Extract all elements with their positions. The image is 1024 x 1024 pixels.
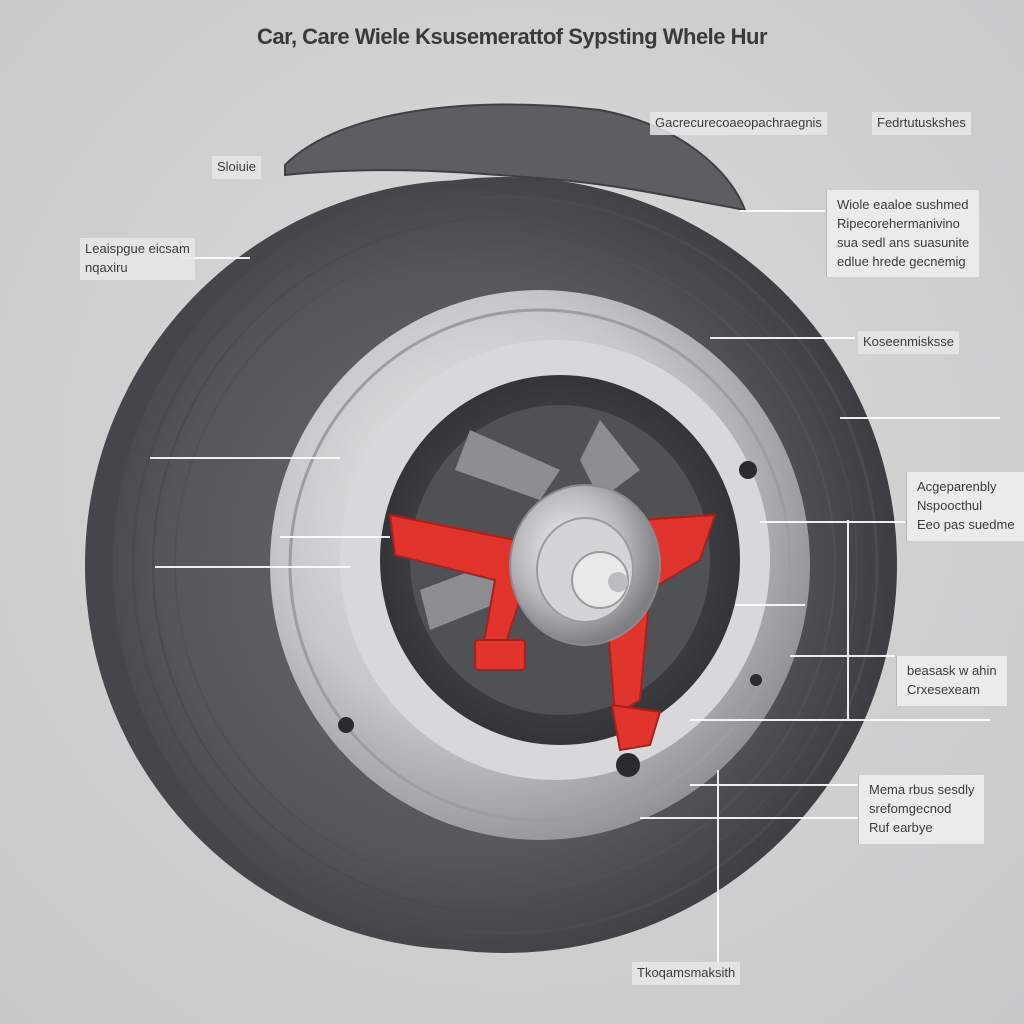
fender (284, 103, 747, 212)
label-right-box-4-line2: srefomgecnod (869, 800, 952, 816)
diagram-title: Car, Care Wiele Ksusemerattof Sypsting W… (256, 24, 768, 49)
label-left-mid: Leaispgue eicsam nqaxiru (80, 238, 195, 280)
label-left-mid-line2: nqaxiru (85, 259, 128, 275)
label-top-right: Fedrtutuskshes (872, 112, 971, 135)
label-right-mid: Koseenmisksse (858, 331, 960, 354)
label-left-top: Sloiuie (212, 156, 262, 179)
label-right-box-4: Mema rbus sesdly srefomgecnod Ruf earbye (858, 775, 985, 844)
label-right-box-1-line4: edlue hrede gecnemig (837, 253, 966, 269)
label-right-box-3-line2: Crxesexeam (907, 681, 980, 697)
label-top-center: Gacrecurecoaeopachraegnis (650, 112, 827, 135)
wheel-hub (509, 484, 661, 646)
label-bottom: Tkoqamsmaksith (632, 962, 741, 985)
label-right-box-1-line1: Wiole eaaloe sushmed (837, 197, 969, 212)
label-right-box-1-line3: sua sedl ans suasunite (837, 234, 970, 250)
label-right-box-4-line1: Mema rbus sesdly (869, 782, 975, 797)
label-left-mid-line1: Leaispgue eicsam (85, 241, 190, 256)
label-right-box-2-line2: Nspoocthul (917, 497, 983, 513)
label-right-box-1: Wiole eaaloe sushmed Ripecorehermanivino… (826, 190, 980, 278)
label-right-box-2-line1: Acgeparenbly (917, 479, 997, 494)
label-right-box-2-line3: Eeo pas suedme (917, 516, 1015, 532)
label-right-box-4-line3: Ruf earbye (869, 819, 933, 835)
label-right-box-3-line1: beasask w ahin (907, 663, 997, 678)
leader-lines (150, 210, 1000, 965)
label-right-box-2: Acgeparenbly Nspoocthul Eeo pas suedme (906, 472, 1024, 541)
label-right-box-3: beasask w ahin Crxesexeam (896, 656, 1007, 706)
label-right-box-1-line2: Ripecorehermanivino (837, 215, 960, 231)
